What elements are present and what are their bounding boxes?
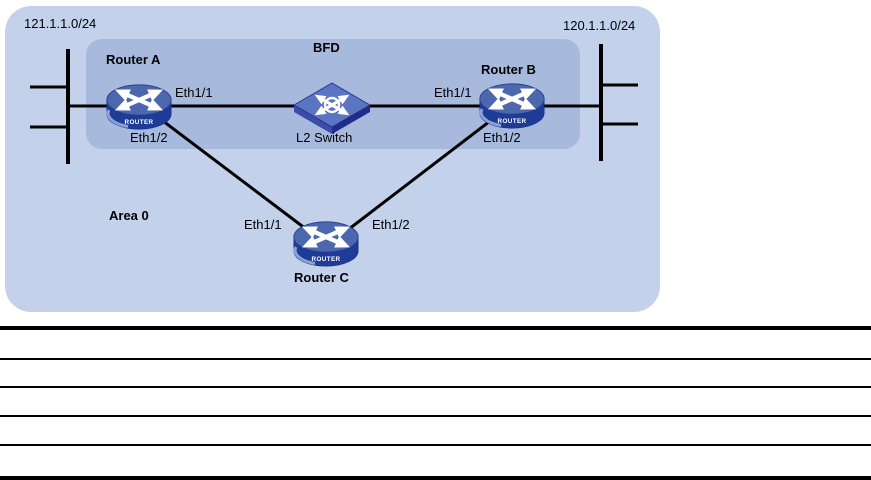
router-a-eth11-label: Eth1/1 [175, 85, 213, 100]
router-badge-label: ROUTER [498, 118, 527, 125]
link-routerA-routerC [158, 116, 307, 231]
router-c-eth11-label: Eth1/1 [244, 217, 282, 232]
table-row [0, 360, 871, 388]
config-table [0, 326, 871, 480]
router-a-name: Router A [106, 52, 161, 67]
router-b-name: Router B [481, 62, 536, 77]
table-row [0, 330, 871, 360]
router-b-icon: ROUTER [479, 83, 545, 129]
router-c-eth12-label: Eth1/2 [372, 217, 410, 232]
l2-switch-name: L2 Switch [296, 130, 353, 145]
router-badge-label: ROUTER [125, 119, 154, 126]
router-c-icon: ROUTER [293, 221, 359, 267]
right-subnet-label: 120.1.1.0/24 [563, 18, 636, 33]
bfd-zone-label: BFD [313, 40, 340, 55]
router-badge-label: ROUTER [312, 256, 341, 263]
left-subnet-label: 121.1.1.0/24 [24, 16, 97, 31]
l2-switch-icon [293, 82, 371, 134]
router-b-eth12-label: Eth1/2 [483, 130, 521, 145]
table-row [0, 446, 871, 476]
router-b-eth11-label: Eth1/1 [434, 85, 472, 100]
link-routerB-routerC [348, 116, 495, 231]
router-a-icon: ROUTER [106, 84, 172, 130]
table-row [0, 417, 871, 446]
area-label: Area 0 [109, 208, 149, 223]
router-a-eth12-label: Eth1/2 [130, 130, 168, 145]
table-row [0, 388, 871, 417]
router-c-name: Router C [294, 270, 349, 285]
